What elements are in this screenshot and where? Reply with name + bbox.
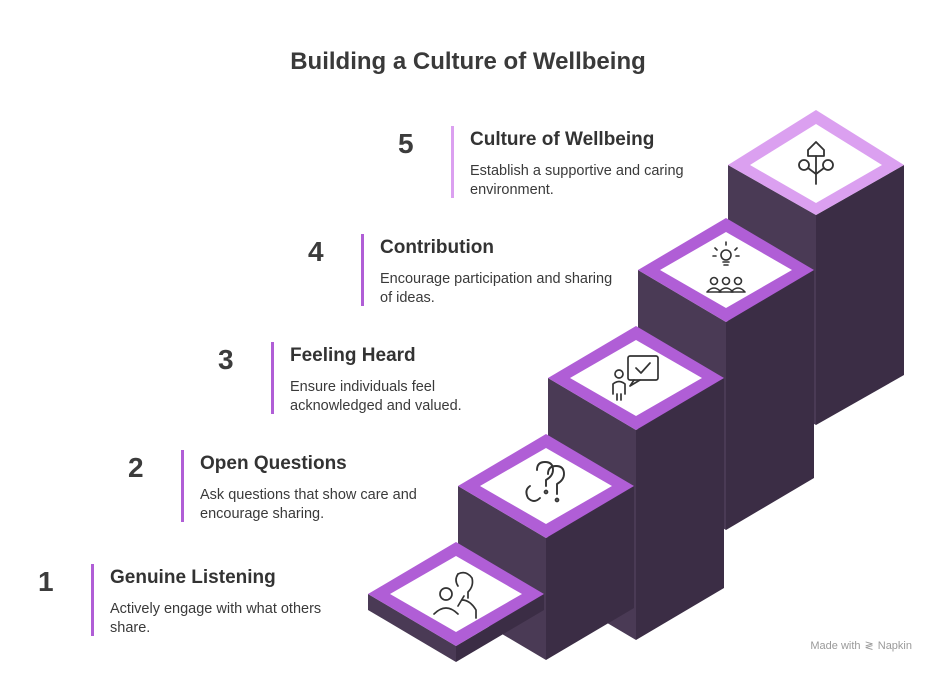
step-description: Establish a supportive and caring enviro…	[470, 163, 684, 198]
napkin-logo-icon: ≷	[864, 640, 874, 652]
house-growth-icon	[798, 141, 834, 185]
stair-block-1	[368, 542, 544, 662]
step-description: Ask questions that show care and encoura…	[200, 487, 417, 522]
step-divider	[271, 342, 274, 414]
step-divider	[361, 234, 364, 306]
step-title: Culture of Wellbeing	[470, 129, 655, 150]
group-lightbulb-icon	[706, 241, 746, 293]
made-with-label: Made with	[810, 639, 861, 652]
diagram-title: Building a Culture of Wellbeing	[290, 48, 646, 75]
step-description: Actively engage with what others share.	[110, 601, 322, 636]
step-description: Encourage participation and sharing of i…	[380, 271, 613, 306]
step-number: 1	[38, 566, 54, 597]
step-divider	[451, 126, 454, 198]
listening-person-icon	[433, 571, 477, 619]
step-number: 2	[128, 452, 144, 483]
step-title: Feeling Heard	[290, 345, 416, 366]
step-divider	[91, 564, 94, 636]
brand-name: Napkin	[877, 639, 912, 652]
step-title: Genuine Listening	[110, 567, 276, 588]
step-divider	[181, 450, 184, 522]
step-title: Contribution	[380, 237, 494, 258]
step-title: Open Questions	[200, 453, 347, 474]
question-marks-icon	[525, 461, 565, 503]
step-description: Ensure individuals feel acknowledged and…	[290, 379, 462, 414]
person-speech-check-icon	[612, 355, 659, 401]
step-number: 4	[308, 236, 324, 267]
stair-block-3	[548, 326, 724, 640]
step-number: 5	[398, 128, 414, 159]
step-number: 3	[218, 344, 234, 375]
attribution: Made with ≷ Napkin	[810, 639, 912, 653]
